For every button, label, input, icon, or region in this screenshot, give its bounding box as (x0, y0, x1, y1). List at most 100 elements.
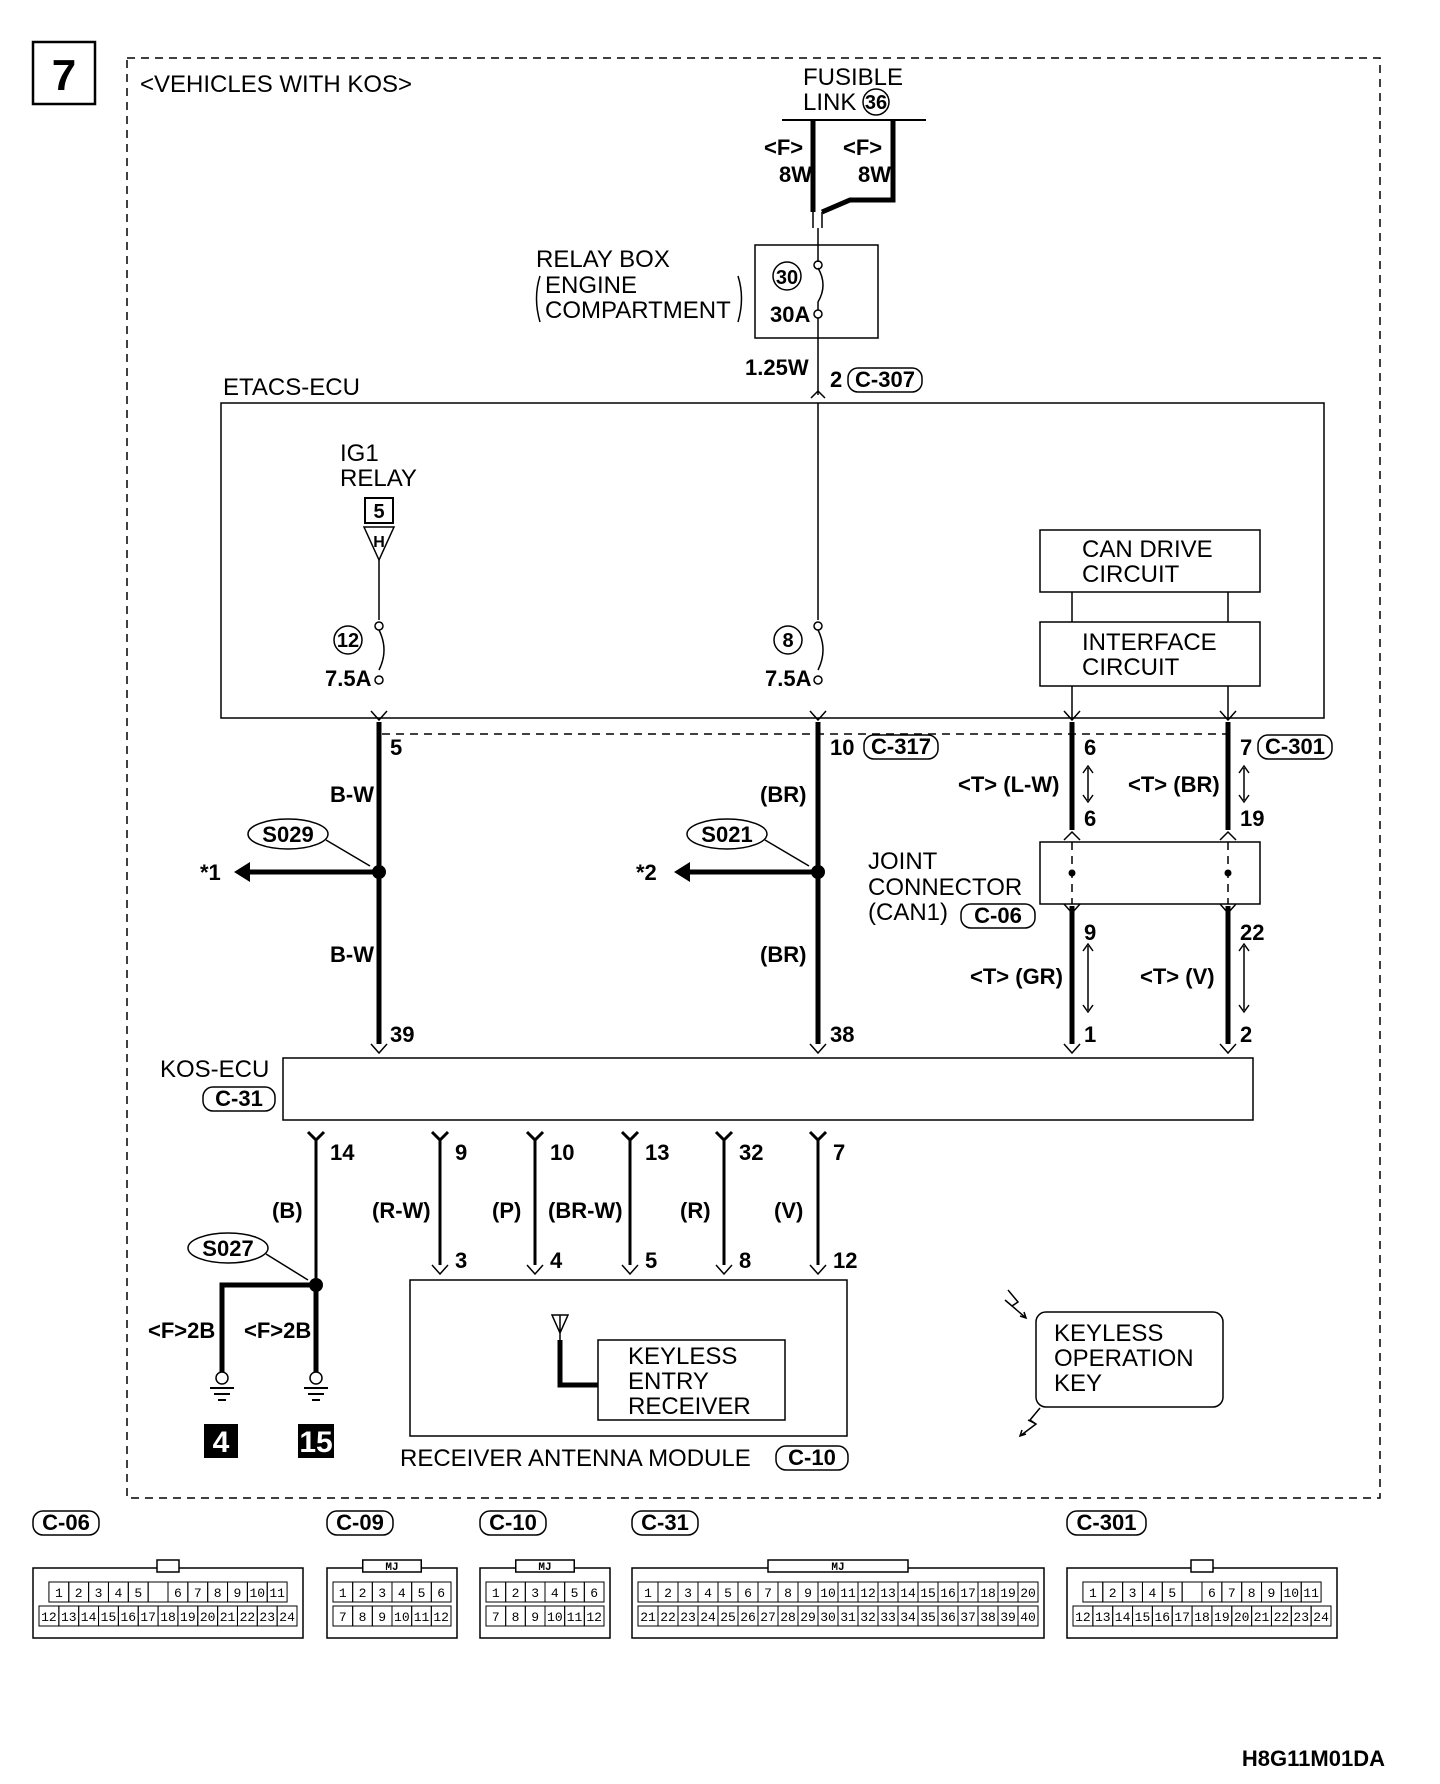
connector-lock-tab (362, 1559, 422, 1573)
connector-pin-number: 20 (1020, 1586, 1036, 1601)
connector-id: C-301 (1077, 1510, 1137, 1535)
connector-pin-number: 21 (640, 1610, 656, 1625)
kos-ecu-box (282, 1057, 1254, 1121)
conn-c307-frame (847, 367, 923, 393)
wire-p-label: (P) (492, 1198, 521, 1223)
wire-tlw-label: <T> (L-W) (958, 772, 1059, 797)
connector-pin-number: 7 (1228, 1586, 1236, 1601)
etacs-ecu-box (220, 402, 1325, 719)
wire-tv-label: <T> (V) (1140, 964, 1215, 989)
conn-c317: C-317 (871, 734, 931, 759)
kos-out-wire-32 (714, 1130, 734, 1265)
ground-left-tag: <F>2B (148, 1318, 215, 1343)
kos-pin-1: 1 (1084, 1022, 1096, 1047)
fuse-12-terminal-bottom (374, 675, 384, 685)
wire-v-label: (V) (774, 1198, 803, 1223)
joint-arrows-top (1063, 830, 1237, 841)
connector-pin-number: 27 (760, 1610, 776, 1625)
fuse-left-wire: 8W (779, 162, 812, 187)
connector-pin-number: 29 (800, 1610, 816, 1625)
connector-pin-number: 3 (531, 1586, 539, 1601)
wire-tgr-label: <T> (GR) (970, 964, 1063, 989)
connector-cavity (1300, 1581, 1322, 1603)
kos-out-wire-9 (430, 1130, 450, 1265)
antenna-icon (550, 1314, 570, 1340)
connector-pin-number: 18 (1194, 1610, 1210, 1625)
connector-pin-number: 12 (860, 1586, 876, 1601)
conn-c06: C-06 (974, 903, 1022, 928)
ground-4-box (204, 1424, 238, 1458)
connector-pin-number: 22 (660, 1610, 676, 1625)
ig1-label-1: IG1 (340, 440, 379, 467)
etacs-pin6-arrow (1063, 710, 1081, 722)
connector-id-frame (479, 1510, 547, 1536)
connector-pin-number: 23 (259, 1610, 275, 1625)
connector-pin-number: 9 (234, 1586, 242, 1601)
ground-right-tag: <F>2B (244, 1318, 311, 1343)
receiver-pin-4: 4 (550, 1248, 563, 1273)
connector-pin-number: 13 (61, 1610, 77, 1625)
ig1-letter: H (373, 534, 385, 551)
fuse-12-element (378, 629, 385, 671)
relay-fuse-terminal-top (813, 260, 823, 270)
interface-label-1: INTERFACE (1082, 629, 1217, 656)
kos-pin-39: 39 (390, 1022, 414, 1047)
wire-125w: 1.25W (745, 355, 809, 380)
connector-cavity (583, 1581, 605, 1603)
conn-c06-frame (960, 903, 1036, 929)
ref-2: *2 (636, 860, 657, 885)
relay-fuse-number: 30 (776, 267, 798, 289)
connector-pin-number: 5 (724, 1586, 732, 1601)
kos-out-wire-7 (808, 1130, 828, 1265)
connector-pin-number: 12 (586, 1610, 602, 1625)
relay-fuse-terminal-bottom (813, 309, 823, 319)
connector-pin-number: 9 (1268, 1586, 1276, 1601)
fuse-12-number: 12 (337, 630, 359, 652)
connector-pin-number: 17 (960, 1586, 976, 1601)
ground-branch-wire (219, 1282, 316, 1372)
connector-pin-number: 9 (378, 1610, 386, 1625)
connector-pin-number: 9 (531, 1610, 539, 1625)
connector-outline (32, 1567, 304, 1639)
etacs-pin-6: 6 (1084, 735, 1096, 760)
wireless-signal-icon-bottom (1018, 1407, 1041, 1438)
connector-pin-number: 7 (339, 1610, 347, 1625)
connector-lock-tab (515, 1559, 575, 1573)
connector-id-frame (32, 1510, 100, 1536)
kos-out-wire-13 (620, 1130, 640, 1265)
connector-pin-number: 3 (378, 1586, 386, 1601)
etacs-pin-5: 5 (390, 735, 402, 760)
connector-pin-number: 34 (900, 1610, 916, 1625)
connector-id-frame (326, 1510, 394, 1536)
ref-1: *1 (200, 860, 221, 885)
connector-pin-number: 14 (900, 1586, 916, 1601)
connector-pin-number: 16 (121, 1610, 137, 1625)
s029-ellipse (247, 818, 329, 850)
connector-pin-number: 18 (980, 1586, 996, 1601)
connector-pin-number: 3 (1129, 1586, 1137, 1601)
s021-pointer (764, 839, 810, 867)
connector-pin-number: 14 (1115, 1610, 1131, 1625)
s027-ellipse (187, 1232, 269, 1264)
connector-pin-number: 4 (114, 1586, 122, 1601)
etacs-pin10-arrow (809, 710, 827, 722)
receiver-pin-12: 12 (833, 1248, 857, 1273)
wireless-signal-icon-top (1004, 1289, 1028, 1320)
connector-pin-number: 10 (1284, 1586, 1300, 1601)
connector-pin-number: 3 (95, 1586, 103, 1601)
connector-pin-number: 11 (840, 1586, 856, 1601)
connector-outline (1066, 1567, 1338, 1639)
connector-pin-number: 6 (437, 1586, 445, 1601)
relay-box-bracket-left (535, 275, 541, 323)
fusible-link-number-circle (862, 88, 890, 116)
connector-pin-number: 19 (1000, 1586, 1016, 1601)
wire-b-label: (B) (272, 1198, 303, 1223)
connector-pin-number: 1 (1089, 1586, 1097, 1601)
relay-fuse-rating: 30A (770, 302, 810, 327)
fusible-link-number: 36 (865, 92, 887, 114)
connector-pin-number: 23 (680, 1610, 696, 1625)
fuse-right-wire: 8W (858, 162, 891, 187)
connector-type-tag: MJ (385, 1562, 398, 1574)
conn-c307: C-307 (855, 367, 915, 392)
